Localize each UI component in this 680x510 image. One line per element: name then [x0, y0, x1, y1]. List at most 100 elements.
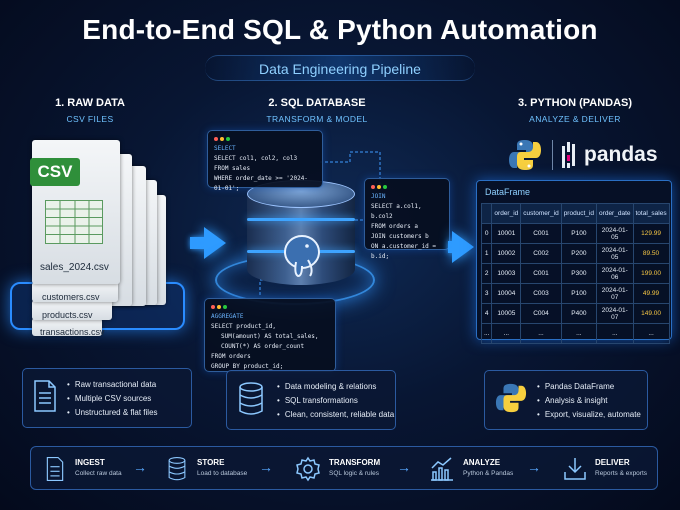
col-header-total-sales: total_sales: [632, 203, 670, 224]
table-cell: 0: [480, 223, 493, 244]
table-cell: 2024-01-07: [596, 283, 634, 304]
feature-card-python: Pandas DataFrame Analysis & insight Expo…: [484, 370, 648, 430]
dataframe-panel: DataFrame order_id customer_id product_i…: [476, 180, 672, 344]
chart-icon: [431, 457, 453, 481]
page-title: End-to-End SQL & Python Automation: [82, 14, 598, 45]
table-cell: 149.00: [632, 303, 670, 324]
page-subtitle: Data Engineering Pipeline: [205, 55, 475, 81]
pipeline-step-title: ANALYZE: [463, 458, 501, 467]
table-row: 2 10003 C001 P300 2024-01-06 199.00: [480, 263, 670, 284]
table-cell: ...: [520, 323, 562, 344]
pandas-logo-icon: [562, 142, 576, 168]
table-cell: C003: [520, 283, 562, 304]
pandas-label: pandas: [584, 143, 658, 166]
file-products-label: products.csv: [42, 310, 93, 320]
file-products: products.csv: [32, 300, 112, 320]
pipeline-step-subtitle: Python & Pandas: [463, 470, 514, 477]
table-cell: 3: [480, 283, 493, 304]
postgresql-elephant-icon: [284, 235, 320, 278]
stage-3-title: 3. PYTHON (PANDAS): [517, 97, 633, 109]
table-cell: 10005: [491, 303, 522, 324]
table-cell: 2: [480, 263, 493, 284]
pipeline-step-subtitle: SQL logic & rules: [329, 470, 379, 477]
col-header-customer-id: customer_id: [520, 203, 562, 224]
flow-arrow-2-stem: [448, 241, 454, 253]
feature-card-sql: Data modeling & relations SQL transforma…: [226, 370, 396, 430]
col-header-index: [480, 203, 493, 224]
stage-1-title: 1. RAW DATA: [55, 97, 125, 109]
table-cell: C001: [520, 223, 562, 244]
stage-3-subtitle: ANALYZE & DELIVER: [529, 114, 621, 124]
table-cell: P100: [560, 223, 598, 244]
table-cell: 10001: [491, 223, 522, 244]
pipeline-step-title: INGEST: [75, 458, 105, 467]
download-icon: [564, 458, 586, 480]
sql-aggregate-line-2: SELECT product_id,: [211, 323, 277, 330]
col-header-order-id: order_id: [491, 203, 522, 224]
table-cell: 1: [480, 243, 493, 264]
stage-2-title: 2. SQL DATABASE: [268, 97, 366, 109]
arrow-right-icon: →: [527, 459, 541, 475]
stage-2-subtitle: TRANSFORM & MODEL: [266, 114, 368, 124]
spreadsheet-grid-icon: [45, 200, 103, 244]
database-icon: [239, 382, 263, 415]
table-cell: 2024-01-07: [596, 303, 634, 324]
sql-join-line-5: ON a.customer_id = b.id;: [371, 243, 437, 260]
table-cell: 129.99: [632, 223, 670, 244]
pipeline-step-subtitle: Reports & exports: [595, 470, 648, 477]
sql-select-line-4: WHERE order_date >= '2024-01-01';: [214, 175, 308, 192]
table-row: 1 10002 C002 P200 2024-01-05 89.50: [480, 243, 670, 264]
feature-bullet: SQL transformations: [277, 394, 394, 408]
flow-arrow-2: [452, 231, 474, 263]
feature-bullet: Raw transactional data: [67, 378, 158, 392]
table-row: ... ... ... ... ... ...: [480, 323, 670, 344]
table-cell: ...: [560, 323, 598, 344]
arrow-right-icon: →: [397, 459, 411, 475]
sql-aggregate-line-6: GROUP BY product_id;: [211, 363, 284, 370]
sql-select-box: SELECT SELECT col1, col2, col3 FROM sale…: [207, 130, 323, 192]
table-cell: 2024-01-06: [596, 263, 634, 284]
table-cell: P200: [560, 243, 598, 264]
table-cell: P300: [560, 263, 598, 284]
database-ring-1: [247, 218, 355, 221]
feature-bullet: Unstructured & flat files: [67, 406, 158, 420]
table-cell: 89.50: [632, 243, 670, 264]
flow-arrow-1-stem: [190, 237, 206, 249]
sql-select-line-2: SELECT col1, col2, col3: [214, 155, 298, 162]
feature-bullet: Multiple CSV sources: [67, 392, 158, 406]
file-transactions: transactions.csv: [32, 318, 105, 337]
sql-join-line-3: FROM orders a: [371, 223, 418, 230]
table-cell: ...: [491, 323, 522, 344]
table-cell: P100: [560, 283, 598, 304]
feature-bullet: Export, visualize, automate: [537, 408, 641, 422]
file-customers: customers.csv: [32, 282, 118, 302]
file-transactions-label: transactions.csv: [40, 327, 105, 337]
stage-1-subtitle: CSV FILES: [66, 114, 114, 124]
sql-aggregate-line-1: AGGREGATE: [211, 313, 244, 320]
sql-join-line-4: JOIN customers b: [371, 233, 429, 240]
dataframe-header-row: order_id customer_id product_id order_da…: [480, 203, 670, 224]
sql-aggregate-line-3: SUM(amount) AS total_sales,: [221, 333, 319, 340]
sql-join-box: JOIN SELECT a.col1, b.col2 FROM orders a…: [364, 178, 450, 260]
sql-aggregate-box: AGGREGATE SELECT product_id, SUM(amount)…: [204, 298, 336, 372]
flow-arrow-1: [204, 227, 226, 259]
pipeline-bar: INGEST Collect raw data → STORE Load to …: [30, 446, 658, 490]
table-cell: P400: [560, 303, 598, 324]
table-cell: ...: [632, 323, 670, 344]
table-cell: C001: [520, 263, 562, 284]
gear-icon: [296, 456, 320, 482]
pipeline-step-subtitle: Collect raw data: [75, 470, 122, 477]
arrow-right-icon: →: [133, 459, 147, 475]
pipeline-step-subtitle: Load to database: [197, 470, 248, 477]
table-cell: 199.00: [632, 263, 670, 284]
table-cell: 10004: [491, 283, 522, 304]
file-customers-label: customers.csv: [42, 292, 100, 302]
arrow-right-icon: →: [259, 459, 273, 475]
csv-badge: CSV: [30, 158, 80, 186]
col-header-order-date: order_date: [596, 203, 634, 224]
python-logo-icon: [509, 140, 541, 170]
table-cell: ...: [596, 323, 634, 344]
table-cell: 2024-01-05: [596, 243, 634, 264]
python-icon: [495, 383, 527, 413]
col-header-product-id: product_id: [560, 203, 598, 224]
